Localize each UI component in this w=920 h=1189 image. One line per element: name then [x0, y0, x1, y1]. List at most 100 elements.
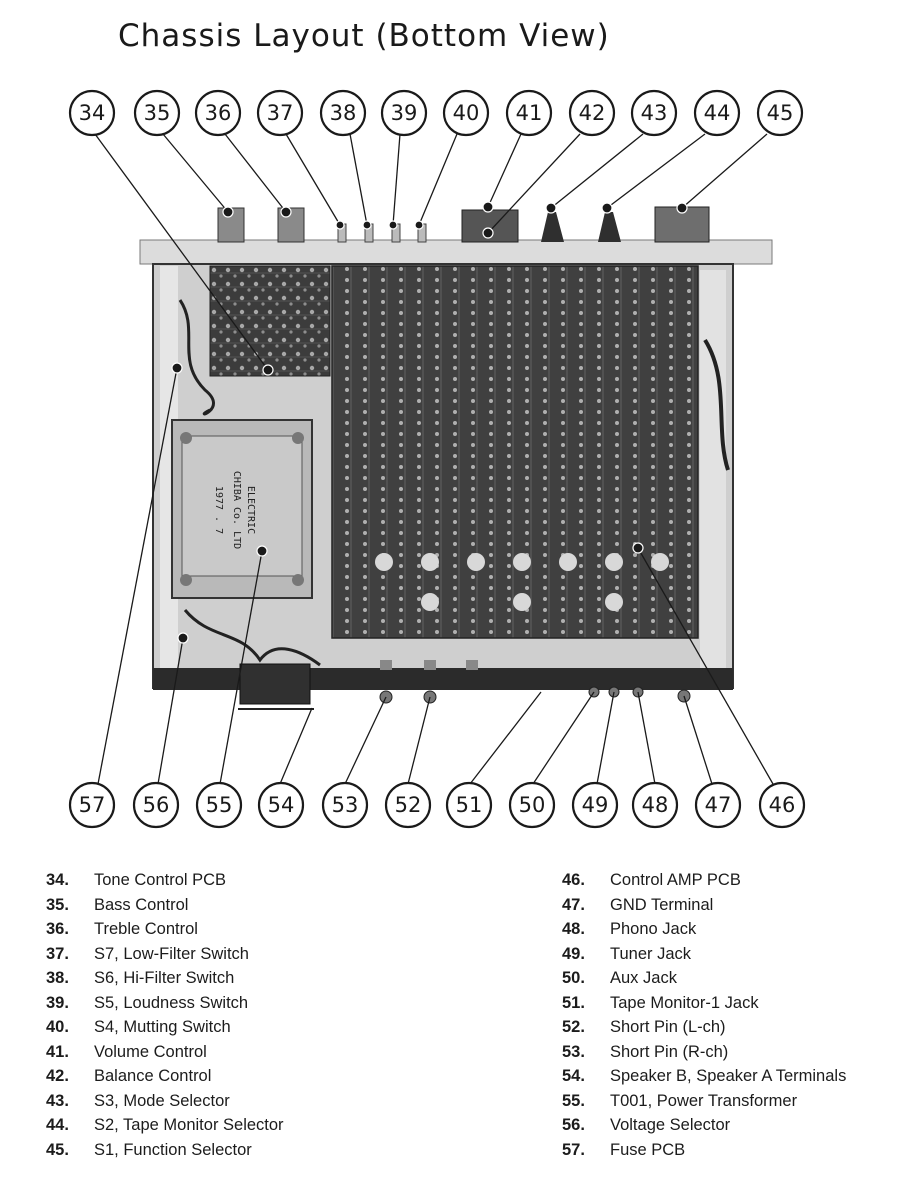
- callout-44: 44: [693, 89, 741, 137]
- legend-label: S4, Mutting Switch: [94, 1018, 231, 1036]
- legend-item: 41.Volume Control: [46, 1040, 284, 1065]
- callout-46: 46: [758, 781, 806, 829]
- legend-item: 54.Speaker B, Speaker A Terminals: [562, 1064, 846, 1089]
- callout-48-label: 48: [642, 793, 669, 817]
- legend-item: 50. Aux Jack: [562, 966, 846, 991]
- legend-label: S2, Tape Monitor Selector: [94, 1116, 284, 1134]
- callout-38: 38: [319, 89, 367, 137]
- callout-36: 36: [194, 89, 242, 137]
- legend-number: 36.: [46, 920, 69, 938]
- legend-number: 56.: [562, 1116, 585, 1134]
- callout-46-label: 46: [769, 793, 796, 817]
- legend-number: 57.: [562, 1140, 585, 1159]
- legend-item: 57. Fuse PCB: [562, 1138, 846, 1163]
- legend-number: 37.: [46, 944, 69, 963]
- legend-number: 49.: [562, 944, 585, 963]
- legend-label: Control AMP PCB: [610, 871, 741, 889]
- callout-40-label: 40: [453, 101, 480, 125]
- legend-number: 38.: [46, 969, 69, 987]
- legend-label: Short Pin (L-ch): [610, 1018, 726, 1036]
- legend-number: 54.: [562, 1067, 585, 1085]
- legend-item: 45. S1, Function Selector: [46, 1138, 284, 1163]
- legend-number: 41.: [46, 1042, 69, 1061]
- legend-label: Fuse PCB: [610, 1140, 686, 1159]
- callout-44-label: 44: [704, 101, 731, 125]
- callout-35-label: 35: [144, 101, 171, 125]
- callout-45: 45: [756, 89, 804, 137]
- legend-number: 48.: [562, 920, 585, 938]
- callout-41: 41: [505, 89, 553, 137]
- legend-label: Aux Jack: [610, 969, 677, 987]
- callout-50-label: 50: [519, 793, 546, 817]
- callout-47: 47: [694, 781, 742, 829]
- callout-56: 56: [132, 781, 180, 829]
- legend-number: 55.: [562, 1091, 585, 1110]
- callout-39: 39: [380, 89, 428, 137]
- legend-item: 36. Treble Control: [46, 917, 284, 942]
- legend-item: 37. S7, Low-Filter Switch: [46, 942, 284, 967]
- callout-54-label: 54: [268, 793, 295, 817]
- callout-34: 34: [68, 89, 116, 137]
- legend-label: T001, Power Transformer: [610, 1091, 798, 1110]
- legend-number: 39.: [46, 993, 69, 1012]
- legend-number: 51.: [562, 993, 585, 1012]
- leader-dots: [171, 201, 688, 644]
- callout-52: 52: [384, 781, 432, 829]
- callout-53: 53: [321, 781, 369, 829]
- legend-label: S7, Low-Filter Switch: [94, 944, 249, 963]
- legend-label: Phono Jack: [610, 920, 697, 938]
- legend-number: 52.: [562, 1018, 585, 1036]
- legend-item: 46. Control AMP PCB: [562, 868, 846, 893]
- callout-55: 55: [195, 781, 243, 829]
- callout-56-label: 56: [143, 793, 170, 817]
- callout-35: 35: [133, 89, 181, 137]
- legend-right-column: 46. Control AMP PCB 47.GND Terminal 48. Ph…: [562, 868, 846, 1162]
- legend-item: 56.Voltage Selector: [562, 1113, 846, 1138]
- legend-item: 44. S2, Tape Monitor Selector: [46, 1113, 284, 1138]
- legend-label: S5, Loudness Switch: [94, 993, 249, 1012]
- legend-item: 47.GND Terminal: [562, 893, 846, 918]
- legend-number: 45.: [46, 1140, 69, 1159]
- legend-item: 49.Tuner Jack: [562, 942, 846, 967]
- callouts-top: 34 35 36 37 38 39 40 41 42 43 44 45: [68, 89, 804, 137]
- callout-53-label: 53: [332, 793, 359, 817]
- callout-37: 37: [256, 89, 304, 137]
- callout-43: 43: [630, 89, 678, 137]
- legend-label: S1, Function Selector: [94, 1140, 252, 1159]
- legend-label: Bass Control: [94, 895, 189, 914]
- callout-39-label: 39: [391, 101, 418, 125]
- legend-number: 47.: [562, 895, 585, 914]
- legend-label: Balance Control: [94, 1067, 212, 1085]
- legend-number: 50.: [562, 969, 585, 987]
- legend-label: Tone Control PCB: [94, 871, 227, 889]
- legend-item: 55. T001, Power Transformer: [562, 1089, 846, 1114]
- page-title: Chassis Layout (Bottom View): [118, 18, 610, 54]
- legend-label: Tape Monitor-1 Jack: [610, 993, 759, 1012]
- transformer-label-line-3: 1977 . 7: [213, 486, 224, 534]
- callout-48: 48: [631, 781, 679, 829]
- transformer-label-line-2: CHIBA Co. LTD: [231, 471, 242, 549]
- legend-item: 35. Bass Control: [46, 893, 284, 918]
- legend-number: 42.: [46, 1067, 69, 1085]
- callout-41-label: 41: [516, 101, 543, 125]
- callout-55-label: 55: [206, 793, 233, 817]
- legend-number: 44.: [46, 1116, 69, 1134]
- transformer-label-line-1: ELECTRIC: [245, 486, 256, 534]
- legend-item: 43.S3, Mode Selector: [46, 1089, 284, 1114]
- callout-42-label: 42: [579, 101, 606, 125]
- callout-51-label: 51: [456, 793, 483, 817]
- callout-49: 49: [571, 781, 619, 829]
- callout-38-label: 38: [330, 101, 357, 125]
- callout-52-label: 52: [395, 793, 422, 817]
- legend-item: 38.S6, Hi-Filter Switch: [46, 966, 284, 991]
- callout-45-label: 45: [767, 101, 794, 125]
- legend-number: 35.: [46, 895, 69, 914]
- callout-42: 42: [568, 89, 616, 137]
- legend-number: 34.: [46, 871, 69, 889]
- callout-50: 50: [508, 781, 556, 829]
- legend-number: 46.: [562, 871, 585, 889]
- legend-item: 53.Short Pin (R-ch): [562, 1040, 846, 1065]
- legend-label: Treble Control: [94, 920, 198, 938]
- legend-item: 48. Phono Jack: [562, 917, 846, 942]
- callout-40: 40: [442, 89, 490, 137]
